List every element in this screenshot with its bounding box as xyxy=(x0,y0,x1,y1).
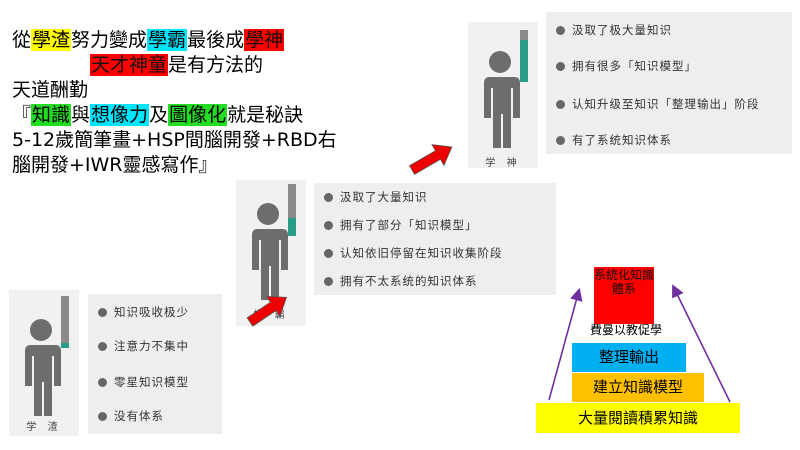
bullet-icon xyxy=(98,342,107,351)
pyramid-top-box: 系統化知識體系 xyxy=(594,267,654,324)
bullet-icon xyxy=(324,221,333,230)
highlight-xuezha: 學渣 xyxy=(31,29,72,51)
list-item: 零星知识模型 xyxy=(98,374,189,390)
highlight-xueba: 學霸 xyxy=(147,29,188,51)
bullet-icon xyxy=(98,378,107,387)
list-item: 拥有了部分「知识模型」 xyxy=(324,217,478,233)
bullet-icon xyxy=(98,412,107,421)
bullet-icon xyxy=(98,308,107,317)
stage-3-level-bar xyxy=(520,30,528,82)
intro-text: 從學渣努力變成學霸最後成學神 天才神童是有方法的 天道酬勤 『知識與想像力及圖像… xyxy=(12,28,372,178)
pyramid-level-2: 整理輸出 xyxy=(572,343,686,372)
intro-line-4: 『知識與想像力及圖像化就是秘訣 xyxy=(12,104,304,126)
person-icon xyxy=(252,203,288,300)
stage-3-level-fill xyxy=(520,40,528,82)
list-item: 注意力不集中 xyxy=(98,338,189,354)
intro-line-6: 腦開發+IWR靈感寫作』 xyxy=(12,154,218,176)
intro-line-2: 天才神童是有方法的 xyxy=(90,54,264,76)
bullet-icon xyxy=(324,249,333,258)
stage-1-list: 知识吸收极少 注意力不集中 零星知识模型 没有体系 xyxy=(88,294,222,434)
highlight-xueshen: 學神 xyxy=(244,29,285,51)
bullet-icon xyxy=(556,26,565,35)
intro-line-5: 5-12歲簡筆畫+HSP間腦開發+RBD右 xyxy=(12,129,337,151)
list-item: 汲取了大量知识 xyxy=(324,189,428,205)
bullet-icon xyxy=(556,136,565,145)
highlight-visualization: 圖像化 xyxy=(168,104,228,126)
person-icon xyxy=(25,319,61,416)
purple-arrow-right xyxy=(672,284,731,403)
highlight-knowledge: 知識 xyxy=(31,104,72,126)
pyramid-note: 費曼以教促學 xyxy=(589,323,662,337)
red-arrow-1 xyxy=(246,295,288,327)
list-item: 认知依旧停留在知识收集阶段 xyxy=(324,245,503,261)
bullet-icon xyxy=(556,62,565,71)
stage-1-figure-panel: 学 渣 xyxy=(9,290,79,436)
stage-1-level-fill xyxy=(61,342,69,348)
list-item: 拥有很多「知识模型」 xyxy=(556,58,697,74)
list-item: 有了系统知识体系 xyxy=(556,132,672,148)
pyramid-level-4: 大量閱讀積累知識 xyxy=(536,403,740,433)
stage-1-label: 学 渣 xyxy=(26,422,62,433)
bullet-icon xyxy=(556,100,565,109)
stage-2-level-bar xyxy=(288,184,296,236)
stage-3-figure-panel: 学 神 xyxy=(468,22,538,169)
bullet-icon xyxy=(324,277,333,286)
bullet-icon xyxy=(324,193,333,202)
intro-line-1: 從學渣努力變成學霸最後成學神 xyxy=(12,29,285,51)
stage-2-level-fill xyxy=(288,217,296,236)
red-arrow-2 xyxy=(408,144,453,175)
purple-arrow-left xyxy=(548,287,583,401)
list-item: 认知升级至知识「整理输出」阶段 xyxy=(556,96,760,112)
stage-1-level-bar xyxy=(61,296,69,348)
stage-3-label: 学 神 xyxy=(485,158,521,169)
intro-line-3: 天道酬勤 xyxy=(12,79,89,101)
list-item: 知识吸收极少 xyxy=(98,304,189,320)
person-icon xyxy=(484,51,520,148)
list-item: 汲取了极大量知识 xyxy=(556,22,672,38)
stage-3-list: 汲取了极大量知识 拥有很多「知识模型」 认知升级至知识「整理输出」阶段 有了系统… xyxy=(546,12,792,154)
list-item: 没有体系 xyxy=(98,408,164,424)
highlight-imagination: 想像力 xyxy=(90,104,150,126)
stage-2-list: 汲取了大量知识 拥有了部分「知识模型」 认知依旧停留在知识收集阶段 拥有不太系统… xyxy=(314,183,556,295)
list-item: 拥有不太系统的知识体系 xyxy=(324,273,478,289)
highlight-genius: 天才神童 xyxy=(90,54,169,76)
pyramid-level-3: 建立知識模型 xyxy=(572,373,704,402)
